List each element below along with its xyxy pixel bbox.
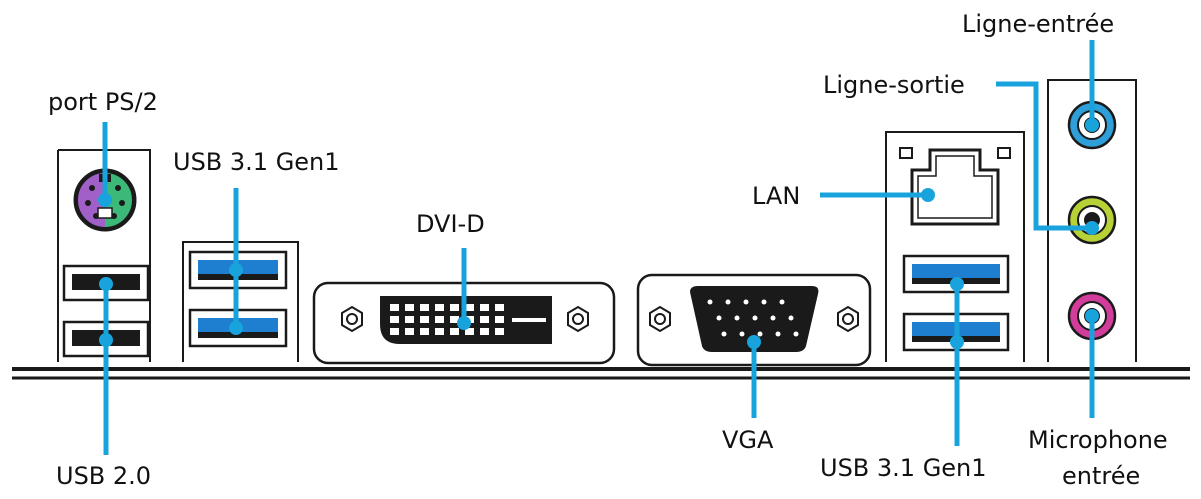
leader-usb2-dot-top (99, 277, 113, 291)
leader-usb31-right-dot-top (950, 277, 964, 291)
port-labels: port PS/2 USB 3.1 Gen1 DVI-D LAN Ligne-s… (48, 10, 1168, 490)
leader-usb31-right-dot-bottom (950, 335, 964, 349)
label-vga: VGA (722, 426, 774, 454)
leader-line-out-dot (1085, 221, 1099, 235)
leader-lan-dot (921, 188, 935, 202)
leader-microphone-dot (1085, 309, 1099, 323)
leader-line-out (996, 81, 1092, 231)
leader-usb2-dot-bottom (99, 333, 113, 347)
label-usb20: USB 2.0 (56, 462, 151, 490)
leader-line-in-dot (1085, 118, 1099, 132)
label-microphone-line1: Microphone (1028, 426, 1168, 454)
label-dvi: DVI-D (416, 210, 485, 238)
leader-usb31-left-dot-top (229, 263, 243, 277)
label-usb31-top: USB 3.1 Gen1 (173, 148, 340, 176)
lan-port-icon (899, 147, 1011, 226)
leader-usb31-left-dot-bottom (229, 321, 243, 335)
label-lan: LAN (752, 182, 800, 210)
label-line-out: Ligne-sortie (823, 71, 965, 99)
leader-vga-dot (747, 335, 761, 349)
io-shield-baseline (12, 367, 1190, 380)
vga-connector-icon (636, 273, 872, 367)
leader-dvi-dot (457, 316, 471, 330)
label-line-in: Ligne-entrée (962, 10, 1114, 38)
usb31-left-stack (182, 241, 299, 362)
label-usb31-bottom: USB 3.1 Gen1 (820, 454, 987, 482)
leader-lines (98, 40, 1099, 455)
label-ps2: port PS/2 (48, 88, 158, 116)
leader-ps2-dot (98, 193, 112, 207)
line-out-jack-icon (1067, 195, 1117, 245)
label-microphone-line2: entrée (1062, 462, 1140, 490)
